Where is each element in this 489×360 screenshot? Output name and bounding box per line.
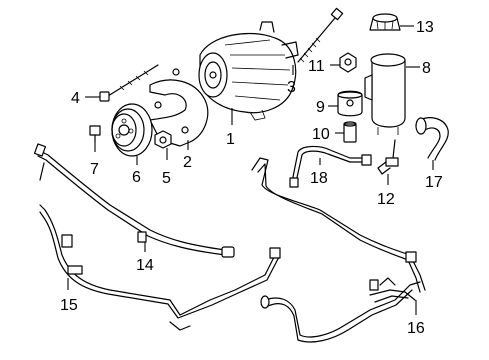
pressure-sensor	[377, 139, 399, 175]
callout-4: 4	[71, 90, 80, 107]
sleeve	[343, 121, 357, 143]
callout-11: 11	[308, 58, 325, 75]
fluid-reservoir	[364, 53, 406, 135]
mounting-bolt	[99, 64, 159, 102]
nut	[154, 130, 172, 149]
callout-3: 3	[287, 79, 296, 96]
filter-element	[337, 90, 363, 117]
callout-2: 2	[183, 154, 192, 171]
callout-16: 16	[407, 320, 425, 337]
suction-hose	[415, 117, 449, 161]
return-line	[33, 143, 235, 258]
callout-17: 17	[425, 174, 443, 191]
cooler-line	[39, 204, 281, 331]
small-bolt	[89, 125, 101, 143]
callout-7: 7	[90, 161, 99, 178]
callout-18: 18	[310, 170, 328, 187]
callout-8: 8	[422, 60, 431, 77]
pulley	[111, 103, 153, 157]
callout-5: 5	[162, 170, 171, 187]
callout-12: 12	[377, 191, 395, 208]
callout-15: 15	[60, 297, 78, 314]
power-steering-pump	[198, 21, 299, 121]
pressure-line-segment	[289, 145, 372, 188]
callout-1: 1	[226, 131, 235, 148]
callout-9: 9	[316, 99, 325, 116]
reservoir-nut	[339, 52, 357, 73]
pressure-hose-assembly	[251, 157, 426, 343]
callout-13: 13	[416, 19, 434, 36]
long-bolt	[297, 7, 344, 63]
callout-14: 14	[136, 257, 154, 274]
reservoir-cap	[369, 13, 401, 31]
callout-6: 6	[132, 169, 141, 186]
callout-10: 10	[312, 126, 330, 143]
